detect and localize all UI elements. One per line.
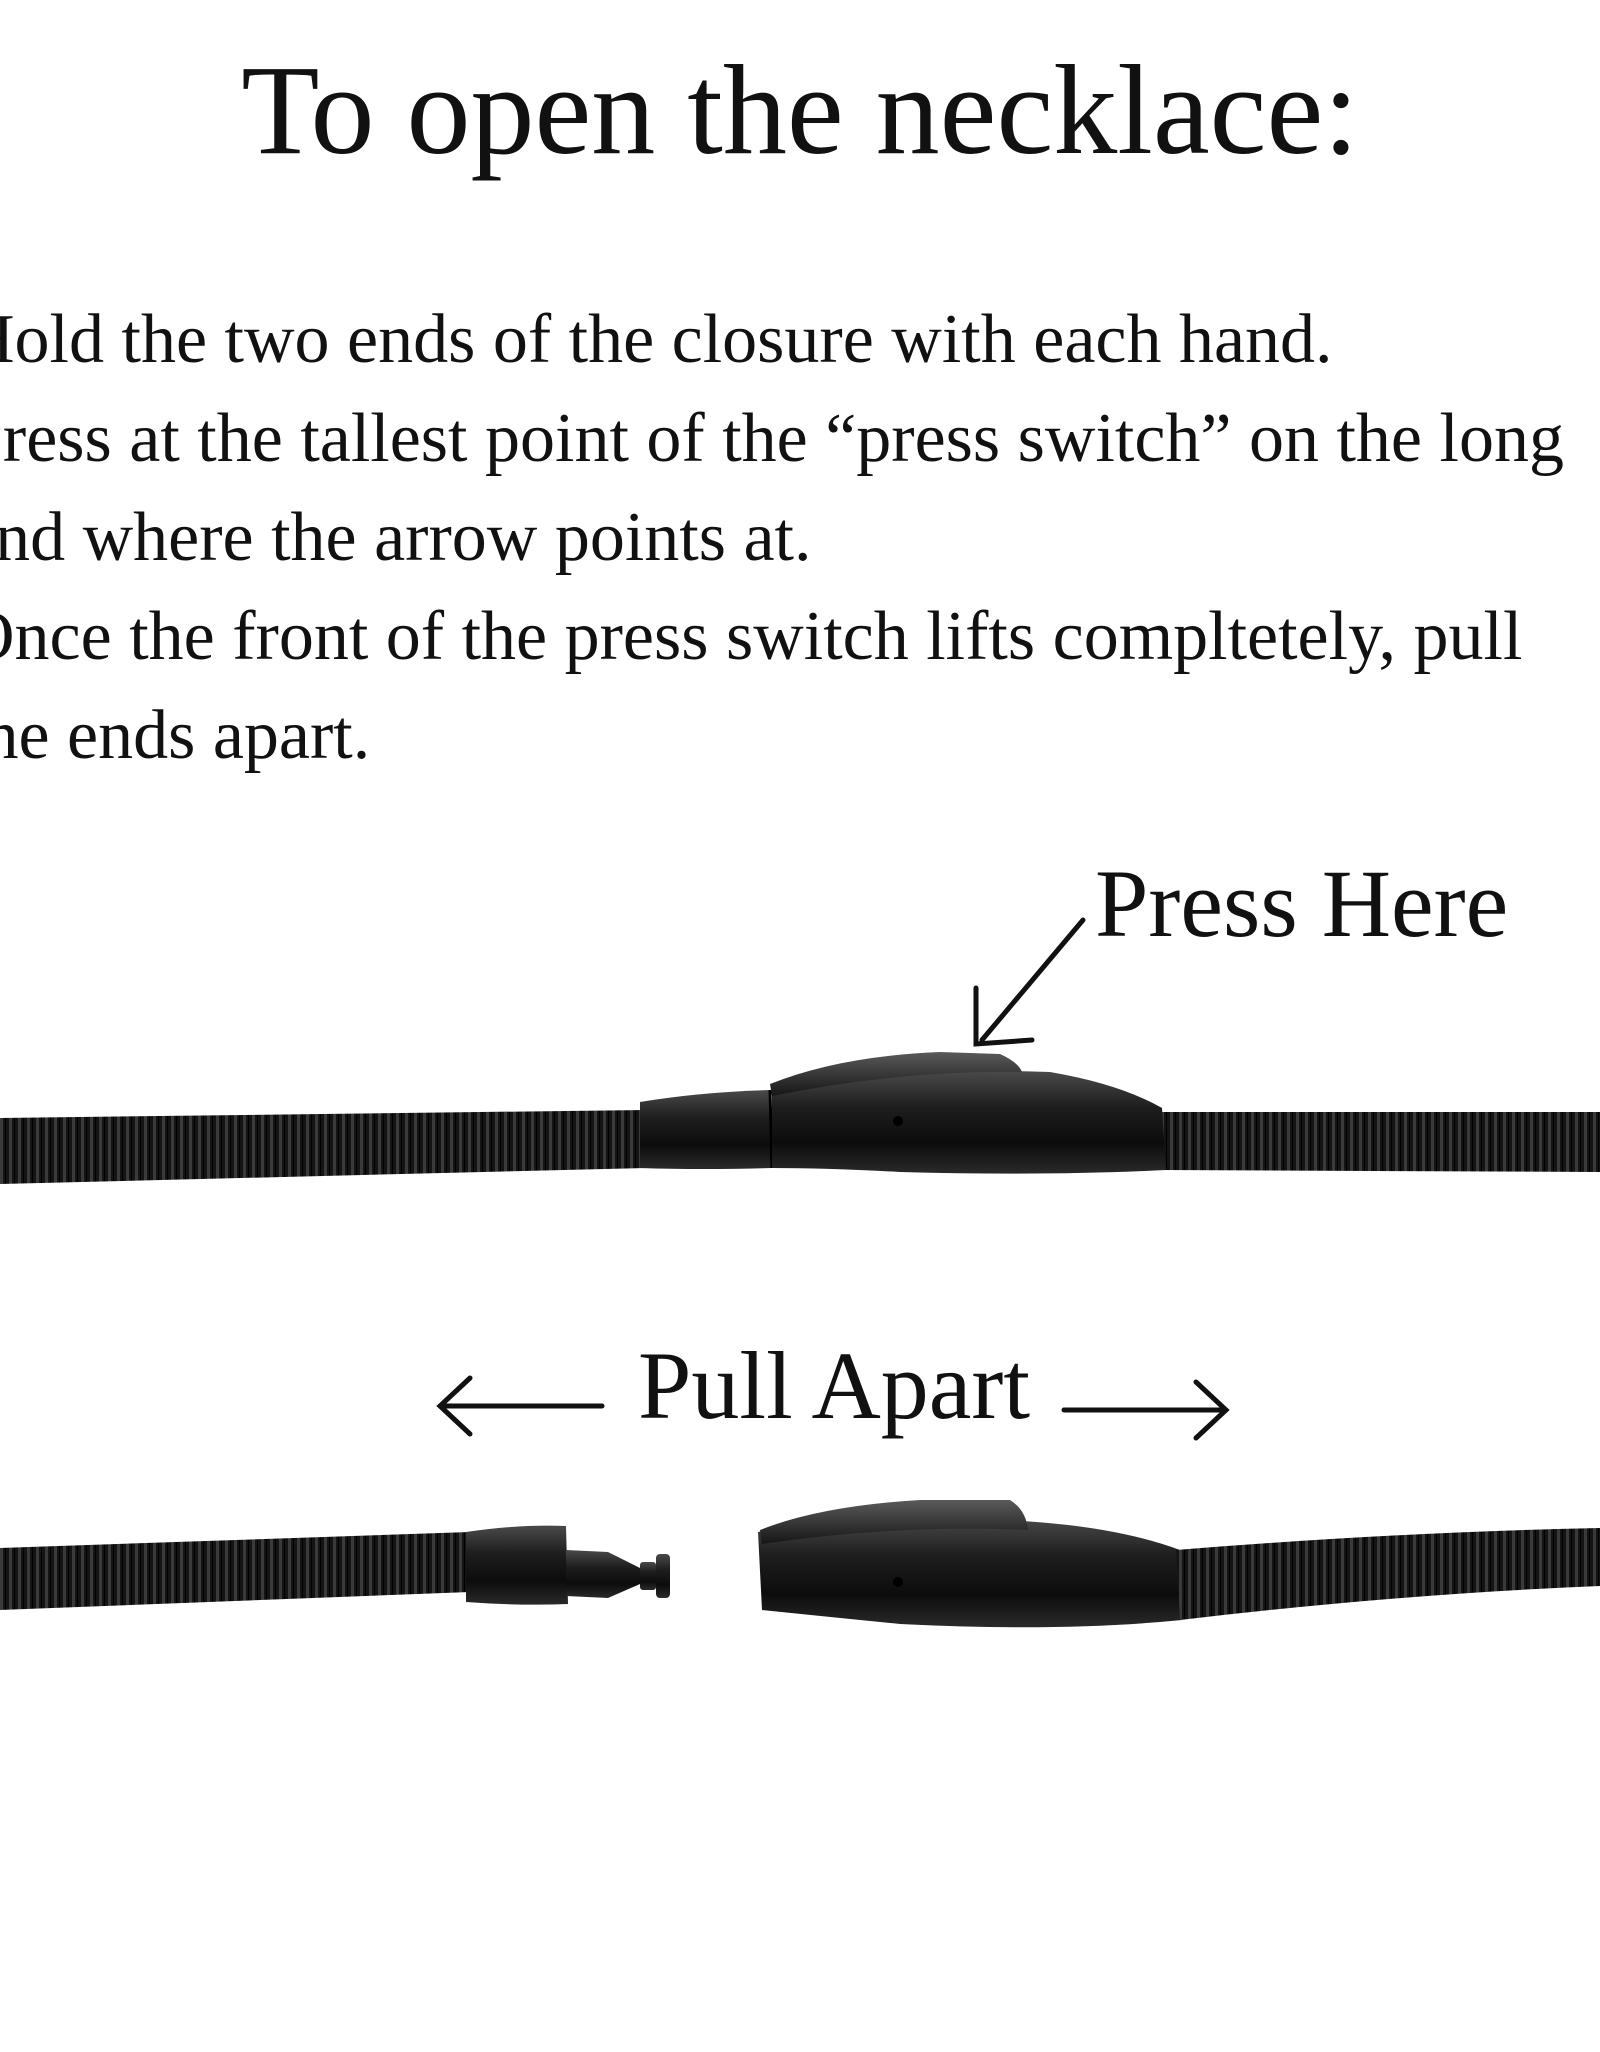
arrow-left-icon: [436, 1375, 605, 1437]
instructions-list: Hold the two ends of the closure with ea…: [0, 290, 1600, 785]
press-switch-open: [760, 1500, 1028, 1544]
instruction-line-3: end where the arrow points at.: [0, 499, 812, 576]
clasp-plug-tip: [640, 1562, 656, 1590]
chain-right-closed: [1160, 1112, 1600, 1172]
pull-apart-label: Pull Apart: [638, 1332, 1031, 1439]
clasp-pin-hole: [893, 1116, 903, 1126]
open-necklace: [0, 1500, 1600, 1628]
instruction-line-5: the ends apart.: [0, 697, 371, 774]
chain-left-closed: [0, 1110, 645, 1184]
instruction-line-4: Once the front of the press switch lifts…: [0, 598, 1523, 675]
clasp-pin-hole-open: [893, 1577, 903, 1587]
clasp-plug-knob: [656, 1554, 670, 1598]
clasp-plug-pin: [566, 1550, 640, 1598]
instruction-line-2: Press at the tallest point of the “press…: [0, 400, 1564, 477]
clasp-collar-closed: [640, 1090, 772, 1169]
press-here-label: Press Here: [1095, 850, 1509, 957]
instruction-line-1: Hold the two ends of the closure with ea…: [0, 301, 1333, 378]
page-title: To open the necklace:: [241, 39, 1359, 181]
clasp-collar-open: [466, 1525, 568, 1605]
clasp-body-open: [758, 1516, 1182, 1628]
arrow-down-left-icon: [973, 917, 1086, 1047]
chain-left-open: [0, 1532, 470, 1610]
press-switch-closed: [770, 1052, 1022, 1096]
chain-right-open: [1176, 1528, 1600, 1620]
clasp-body-closed: [772, 1070, 1166, 1174]
arrow-right-icon: [1061, 1379, 1230, 1441]
closed-necklace: [0, 1052, 1600, 1184]
